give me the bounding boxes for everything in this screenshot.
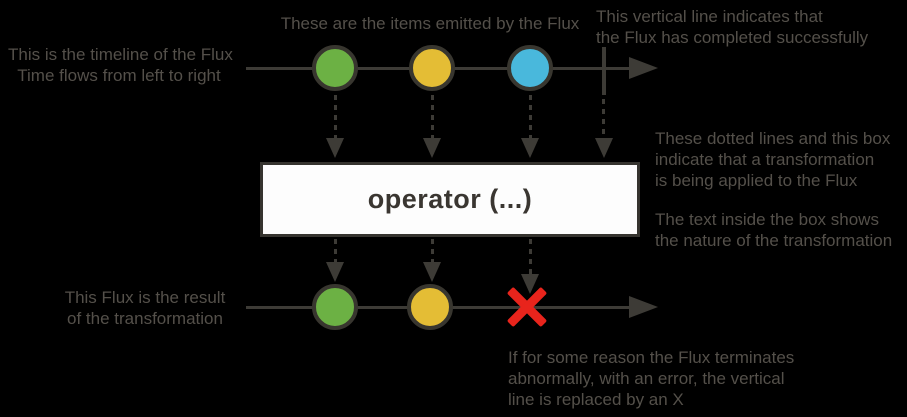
timeline-annotation: This is the timeline of the Flux Time fl… — [8, 44, 233, 86]
error-annotation-line: If for some reason the Flux terminates — [508, 348, 795, 367]
timeline-annotation-line: This is the timeline of the Flux — [8, 45, 233, 64]
transform-dotted-line — [334, 239, 337, 262]
source-marble-green — [312, 45, 358, 91]
dotted-arrowhead-icon — [595, 138, 613, 158]
dotted-arrowhead-icon — [423, 138, 441, 158]
transform-dotted-line — [529, 239, 532, 274]
box-text-annotation-line: The text inside the box shows — [655, 210, 879, 229]
error-x-icon — [503, 283, 551, 331]
transform-annotation-line: These dotted lines and this box — [655, 129, 891, 148]
transform-dotted-line — [431, 95, 434, 138]
dotted-arrowhead-icon — [326, 262, 344, 282]
box-text-annotation: The text inside the box shows the nature… — [655, 209, 892, 251]
dotted-arrowhead-icon — [423, 262, 441, 282]
dotted-arrowhead-icon — [521, 274, 539, 294]
operator-box-label: operator (...) — [367, 184, 533, 214]
complete-line — [602, 47, 606, 95]
result-marble-green — [312, 284, 358, 330]
result-marble-yellow — [407, 284, 453, 330]
transform-dotted-line — [431, 239, 434, 262]
items-annotation-line: These are the items emitted by the Flux — [280, 14, 580, 33]
error-annotation: If for some reason the Flux terminates a… — [508, 347, 794, 410]
transform-dotted-line — [602, 99, 605, 138]
dotted-arrowhead-icon — [326, 138, 344, 158]
dotted-arrowhead-icon — [521, 138, 539, 158]
transform-dotted-line — [529, 95, 532, 138]
error-annotation-line: line is replaced by an X — [508, 390, 684, 409]
complete-annotation-line: This vertical line indicates that — [596, 7, 823, 26]
items-annotation: These are the items emitted by the Flux — [250, 13, 610, 34]
result-annotation-line: of the transformation — [67, 309, 223, 328]
timeline-annotation-line: Time flows from left to right — [17, 66, 221, 85]
source-marble-blue — [507, 45, 553, 91]
box-text-annotation-line: the nature of the transformation — [655, 231, 893, 250]
result-annotation: This Flux is the result of the transform… — [35, 287, 255, 329]
source-marble-yellow — [409, 45, 455, 91]
complete-annotation: This vertical line indicates that the Fl… — [596, 6, 868, 48]
transform-annotation-line: indicate that a transformation — [655, 150, 875, 169]
result-annotation-line: This Flux is the result — [64, 288, 226, 307]
transform-annotation: These dotted lines and this box indicate… — [655, 128, 890, 191]
result-timeline-arrowhead-icon — [629, 296, 658, 318]
error-annotation-line: abnormally, with an error, the vertical — [508, 369, 785, 388]
source-timeline-arrowhead-icon — [629, 57, 658, 79]
complete-annotation-line: the Flux has completed successfully — [596, 28, 869, 47]
transform-annotation-line: is being applied to the Flux — [655, 171, 858, 190]
operator-box: operator (...) — [260, 162, 640, 237]
transform-dotted-line — [334, 95, 337, 138]
